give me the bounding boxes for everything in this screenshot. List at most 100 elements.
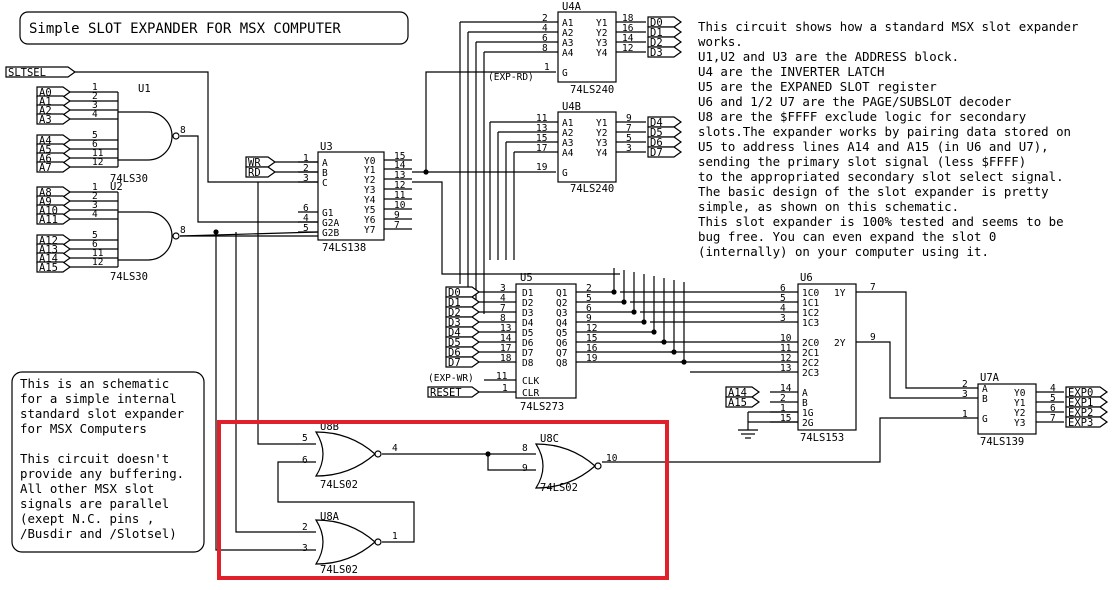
description-line: works. — [698, 34, 743, 49]
u8c-gate — [534, 443, 596, 489]
u3-pin: 11 — [394, 190, 406, 201]
u6-box — [797, 283, 857, 431]
u3-label-Y6: Y6 — [364, 215, 376, 226]
u1-nand: U1 74LS30 8 — [110, 83, 186, 185]
u6-1y-wire — [856, 291, 978, 389]
u4b-pin: 11 — [536, 113, 548, 124]
u4a-out-D3: D3 — [650, 47, 663, 59]
u3-label-Y7: Y7 — [364, 225, 375, 236]
u8a-bubble — [374, 538, 382, 546]
u4b-pin: 9 — [626, 113, 632, 124]
u5-pin: 9 — [586, 313, 592, 324]
u4b-pin: 15 — [536, 133, 547, 144]
u3-pin: 14 — [394, 160, 406, 171]
u1-ref: U1 — [138, 83, 151, 95]
u8c-pin-out: 10 — [606, 453, 618, 464]
u4a-out-D1: D1 — [650, 27, 663, 39]
description-line: U5 to address lines A14 and A15 (in U6 a… — [698, 139, 1049, 154]
u3-pin: 3 — [303, 173, 309, 184]
u8a-pin-out: 1 — [392, 531, 398, 542]
u5-pin: 5 — [586, 293, 592, 304]
u6-pin: 6 — [780, 283, 786, 294]
u7a-out-EXP1: EXP1 — [1068, 397, 1093, 409]
u3-pin: 15 — [394, 151, 405, 162]
u3-pin: 7 — [394, 220, 400, 231]
u6-pin: 13 — [780, 363, 791, 374]
u8a-in2-wire — [215, 236, 316, 551]
u1-input-A3: A3 — [39, 114, 52, 126]
u2-pin: 1 — [92, 182, 98, 193]
u4a-pin-g: 1 — [544, 62, 550, 73]
u7a-box — [977, 383, 1037, 435]
u2-nand: U2 74LS30 8 — [110, 181, 186, 283]
u6-label-1C1: 1C1 — [802, 298, 819, 309]
title-box — [19, 11, 409, 45]
u6-label-2C2: 2C2 — [802, 358, 819, 369]
description-line: U4 are the INVERTER LATCH — [698, 64, 885, 79]
u5-input-D0-flag — [445, 286, 481, 298]
u4a-out-D1-flag — [647, 26, 683, 38]
description-line: simple, as shown on this schematic. — [698, 199, 959, 214]
u4b-out-D4-flag — [647, 116, 683, 128]
u7a-label: Y3 — [1014, 418, 1025, 429]
description-line: U8 are the $FFFF exclude logic for secon… — [698, 109, 1026, 124]
u6-addr-A14-flag — [725, 386, 761, 398]
u1-out-pin: 8 — [180, 125, 186, 136]
u4b-pin-g: 19 — [536, 162, 548, 173]
u5-label: D4 — [522, 318, 534, 329]
u8c-nor: U8C 74LS02 8 9 10 — [522, 433, 618, 494]
u5-label: Q4 — [556, 318, 568, 329]
u6-label-1C2: 1C2 — [802, 308, 819, 319]
u8b-feedback — [277, 461, 415, 543]
u8b-in1-wire — [257, 182, 316, 445]
u8c-part: 74LS02 — [540, 482, 578, 494]
u7a-out-EXP3-flag — [1065, 416, 1109, 428]
u4a-label-g: G — [562, 68, 568, 79]
wr-signal: WR — [248, 157, 261, 169]
u8b-part: 74LS02 — [320, 479, 358, 491]
description-text: This circuit shows how a standard MSX sl… — [698, 19, 1078, 259]
u4b-out-D6-flag — [647, 136, 683, 148]
u3-label-G2B: G2B — [322, 228, 339, 239]
u1-gate — [117, 111, 173, 161]
description-line: This slot expander is 100% tested and se… — [698, 214, 1064, 229]
wiring — [70, 21, 1064, 551]
u8b-pin-in1: 5 — [302, 433, 308, 444]
u2-input-A12-flag — [36, 234, 72, 246]
u5-pin: 12 — [586, 323, 597, 334]
u4b-label: Y4 — [596, 148, 608, 159]
note-line: signals are parallel — [20, 496, 169, 511]
u7a-out-EXP0: EXP0 — [1068, 387, 1093, 399]
u8a-nor: U8A 74LS02 2 3 1 — [302, 511, 398, 576]
u5-input-D3-flag — [445, 316, 481, 328]
u3-pin: 5 — [303, 223, 309, 234]
u8b-nor: U8B 74LS02 5 6 4 — [302, 421, 398, 491]
u3-pin: 2 — [303, 163, 309, 174]
u7a-label: Y2 — [1014, 408, 1025, 419]
u7a-pin: 1 — [962, 409, 968, 420]
rd-signal: RD — [248, 167, 261, 179]
u4b-pin: 13 — [536, 123, 547, 134]
u1-pin: 5 — [92, 130, 98, 141]
u1-pin: 12 — [92, 157, 103, 168]
u1-pin: 3 — [92, 100, 98, 111]
note-line: /Busdir and /Slotsel) — [20, 526, 177, 541]
u3-pin: 1 — [303, 153, 309, 164]
u3-label-Y4: Y4 — [364, 195, 376, 206]
u4b-part: 74LS240 — [570, 183, 614, 195]
u6-2y-wire — [856, 341, 978, 399]
u4a-pin: 16 — [622, 23, 634, 34]
u3-label-Y3: Y3 — [364, 185, 375, 196]
u8c-out-wire — [602, 417, 978, 463]
u2-bubble — [172, 232, 180, 240]
u6-mux: U6 74LS153 — [797, 272, 857, 444]
u7a-decoder: U7A 74LS139 — [977, 372, 1037, 448]
u4a-label: Y1 — [596, 18, 608, 29]
u5-pin: 18 — [500, 353, 512, 364]
u4b-out-D7: D7 — [650, 147, 663, 159]
u2-pin: 11 — [92, 248, 104, 259]
u5-pin: 14 — [500, 333, 512, 344]
u7a-out-EXP2-flag — [1065, 406, 1109, 418]
